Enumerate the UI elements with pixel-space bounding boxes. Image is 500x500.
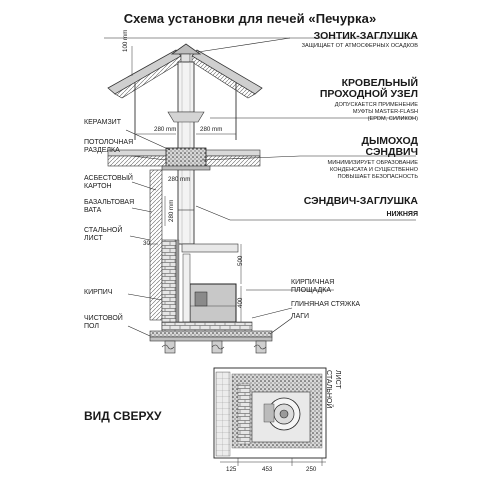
- label-basalt-1: БАЗАЛЬТОВАЯ: [84, 199, 135, 206]
- label-clay-screed: ГЛИНЯНАЯ СТЯЖКА: [291, 301, 361, 308]
- dim-wall-gap: 30: [143, 240, 150, 247]
- label-chimney-2: СЭНДВИЧ: [365, 146, 419, 158]
- label-roof-note-3: (ЕРDМ, СИЛИКОН): [367, 116, 418, 122]
- label-roof-1: КРОВЕЛЬНЫЙ: [341, 77, 418, 89]
- leader-lines: [104, 37, 416, 337]
- label-keramzit: КЕРАМЗИТ: [84, 119, 121, 126]
- stove: [181, 243, 239, 323]
- label-floor-2: ПОЛ: [84, 323, 99, 330]
- label-umbrella: ЗОНТИК-ЗАГЛУШКА: [313, 30, 418, 42]
- label-chimney-note-3: ПОВЫШАЕТ БЕЗОПАСНОСТЬ: [337, 174, 418, 180]
- dim-stove-height: 500: [237, 255, 244, 266]
- chimney-umbrella: [170, 43, 202, 65]
- label-plan-steel-2: ЛИСТ: [334, 370, 341, 389]
- label-ceiling-1: ПОТОЛОЧНАЯ: [84, 139, 134, 146]
- page-title: Схема установки для печей «Печурка»: [123, 11, 377, 26]
- label-plan-steel-1: СТАЛЬНОЙ: [325, 370, 332, 409]
- label-asbestos-2: КАРТОН: [84, 183, 112, 190]
- label-chimney-1: ДЫМОХОД: [361, 135, 418, 147]
- dim-plan-right: 250: [306, 466, 317, 473]
- label-basalt-2: ВАТА: [84, 207, 102, 214]
- label-roof-2: ПРОХОДНОЙ УЗЕЛ: [319, 88, 418, 100]
- label-chimney-note-1: МИНИМИЗИРУЕТ ОБРАЗОВАНИЕ: [327, 160, 418, 166]
- top-view-plan: [213, 367, 327, 466]
- label-sandwich-plug-sub: НИЖНЯЯ: [386, 211, 418, 218]
- floor: [149, 321, 273, 354]
- dim-roof-gap-left: 280 mm: [154, 126, 177, 133]
- roof: [107, 49, 263, 140]
- label-brick: КИРПИЧ: [84, 289, 113, 296]
- label-umbrella-note: ЗАЩИЩАЕТ ОТ АТМОСФЕРНЫХ ОСАДКОВ: [301, 43, 418, 49]
- dim-top-height: 100 mm: [122, 29, 129, 52]
- dimension-lines: [131, 46, 242, 322]
- label-brick-platform-1: КИРПИЧНАЯ: [291, 279, 335, 286]
- label-ceiling-2: РАЗДЕЛКА: [84, 147, 120, 154]
- anchor-marks: [161, 344, 267, 350]
- label-floor-1: ЧИСТОВОЙ: [84, 315, 123, 322]
- label-top-view: ВИД СВЕРХУ: [84, 409, 162, 423]
- dim-stove-inner: 400: [237, 297, 244, 308]
- left-wall: [149, 169, 180, 331]
- dim-ceiling-gap: 280 mm: [168, 176, 191, 183]
- roof-passage: [167, 111, 205, 123]
- dim-plan-mid: 453: [262, 466, 273, 473]
- label-steel-2: ЛИСТ: [84, 235, 103, 242]
- label-roof-note-1: ДОПУСКАЕТСЯ ПРИМЕНЕНИЕ: [334, 102, 418, 108]
- label-sandwich-plug: СЭНДВИЧ-ЗАГЛУШКА: [303, 195, 418, 207]
- label-asbestos-1: АСБЕСТОВЫЙ: [84, 175, 133, 182]
- label-steel-1: СТАЛЬНОЙ: [84, 227, 123, 234]
- ceiling: [107, 147, 261, 171]
- label-brick-platform-2: ПЛОЩАДКА: [291, 287, 332, 294]
- dim-plan-left: 125: [226, 466, 237, 473]
- label-logs: ЛАГИ: [291, 313, 310, 320]
- label-roof-note-2: МУФТЫ MASTER-FLASH: [352, 109, 418, 115]
- dim-roof-gap-right: 280 mm: [200, 126, 223, 133]
- label-chimney-note-2: КОНДЕНСАТА И СУЩЕСТВЕННО: [330, 167, 418, 173]
- dim-side-gap: 280 mm: [168, 199, 175, 222]
